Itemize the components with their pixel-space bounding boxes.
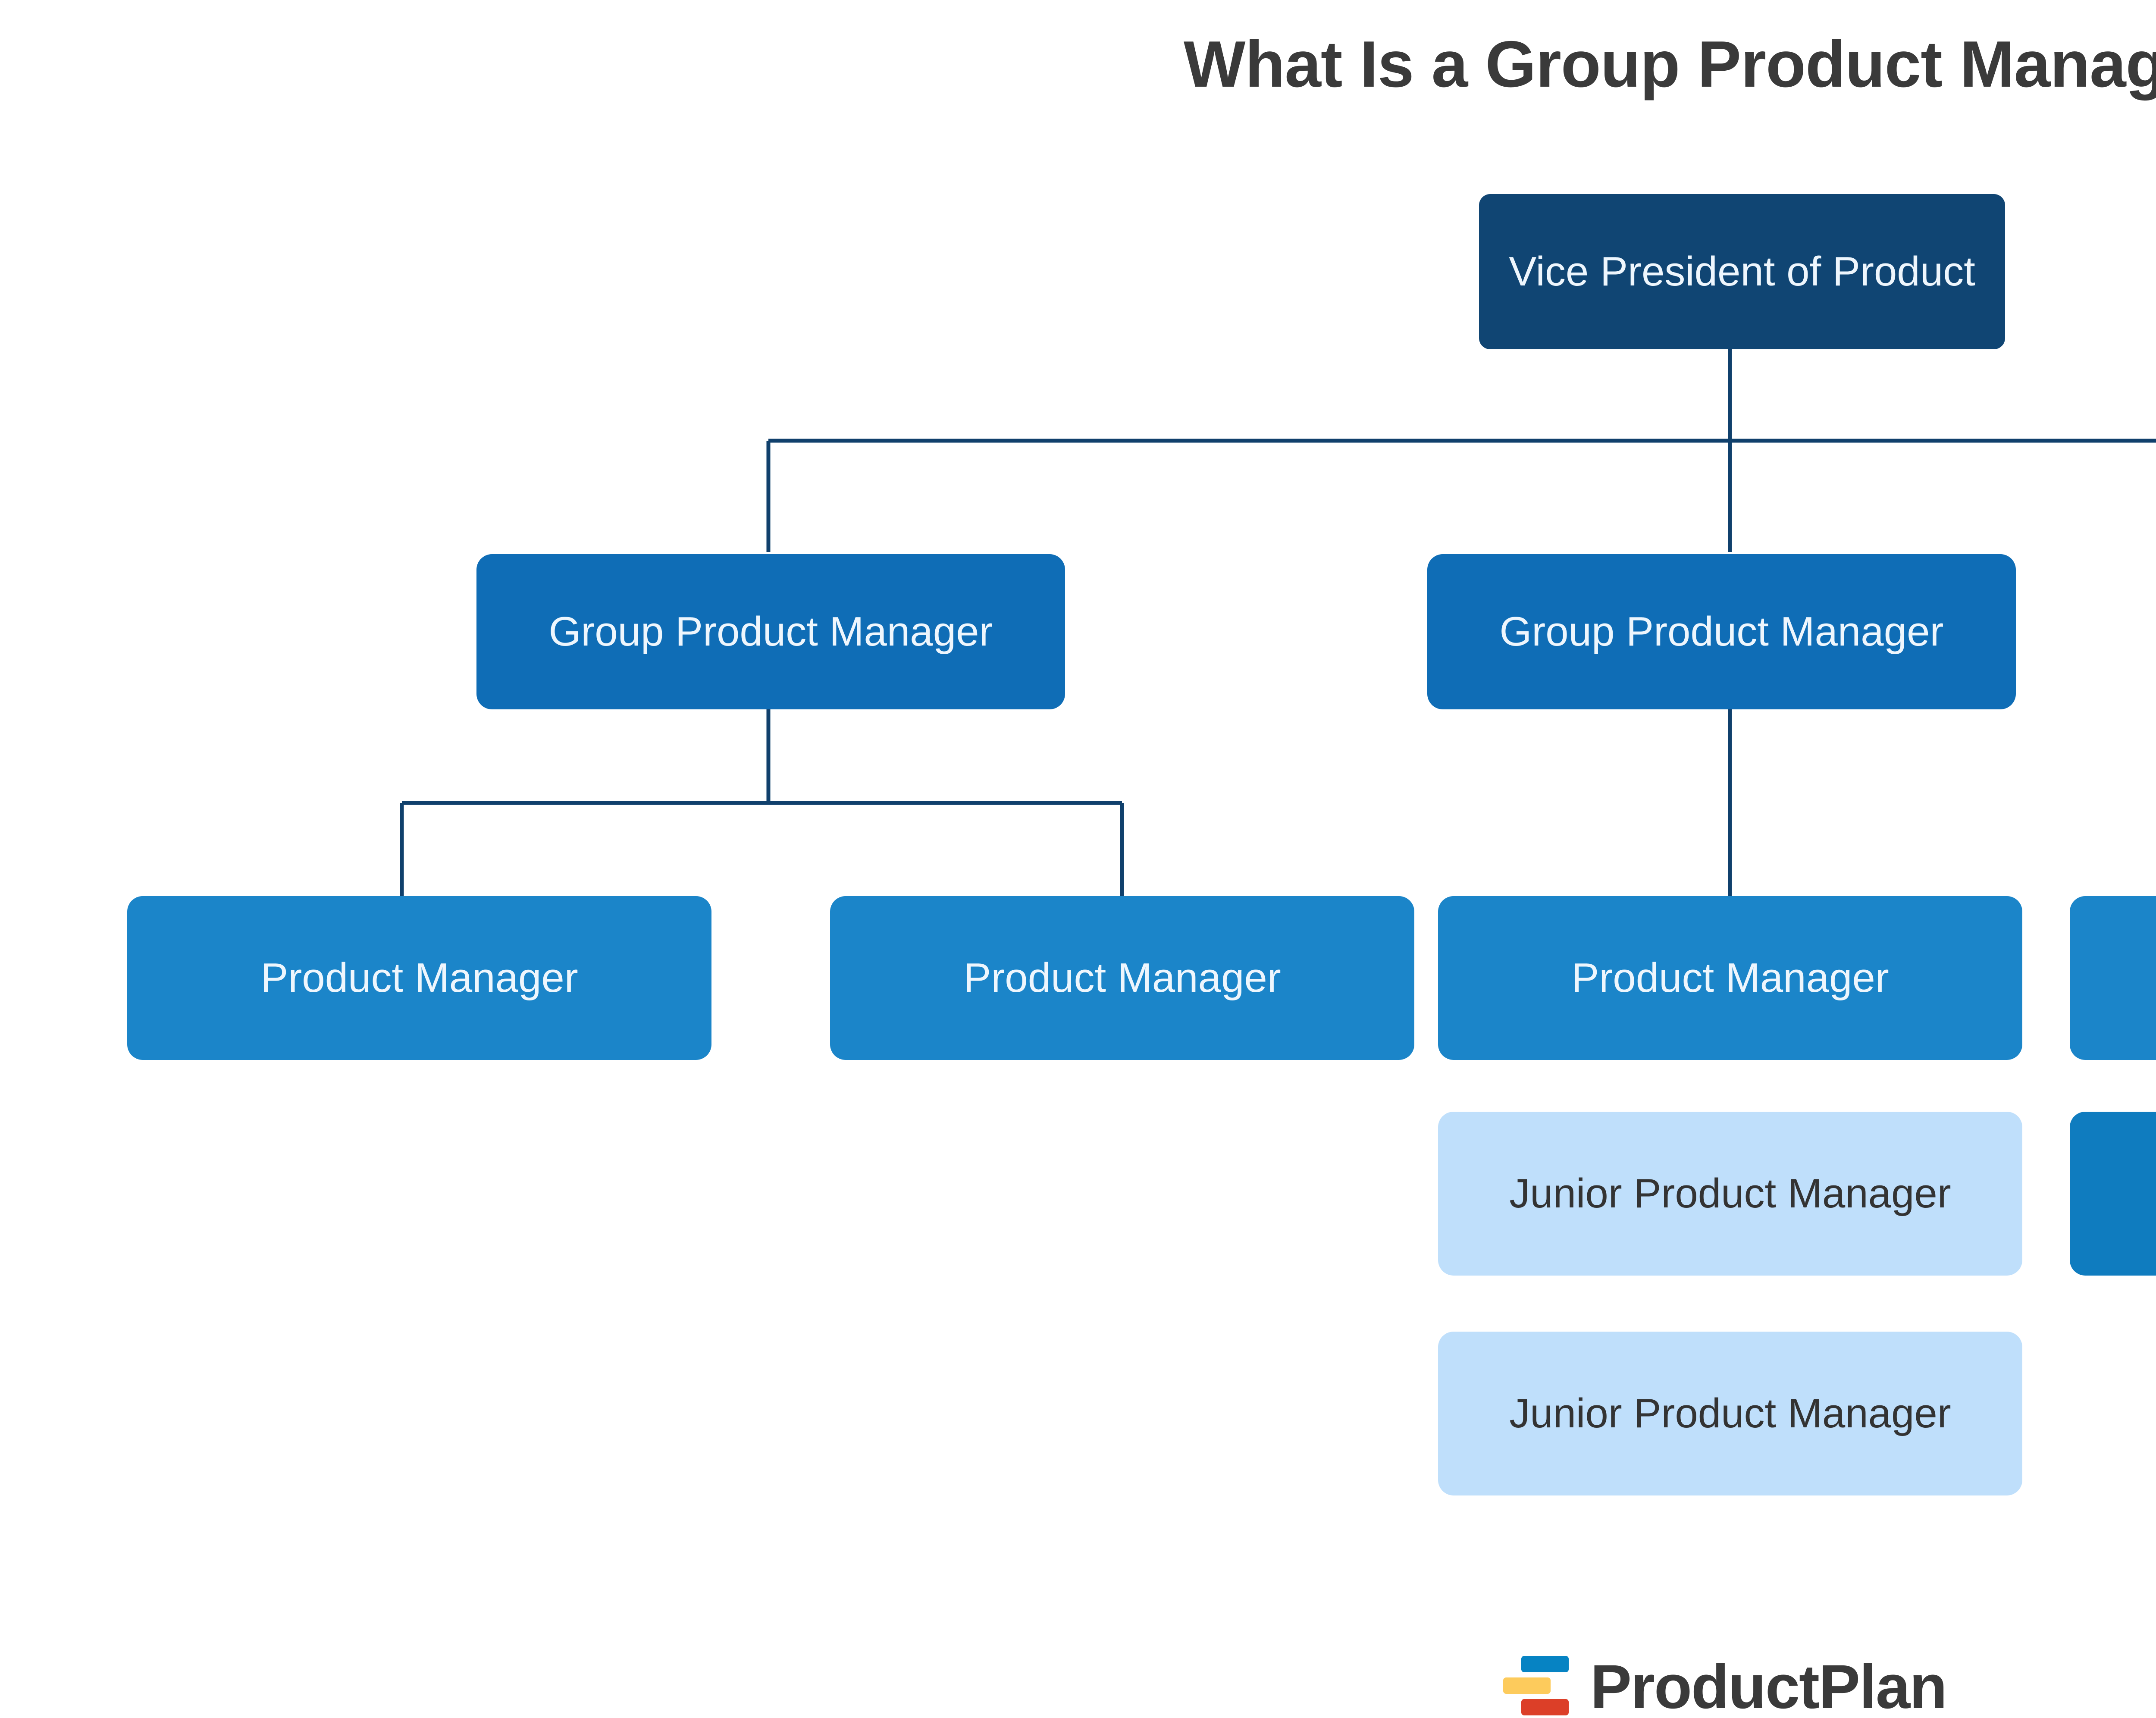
node-product-manager-5[interactable]: Product Manager [2070, 1112, 2156, 1276]
node-label: Group Product Manager [548, 608, 993, 655]
node-product-manager-2[interactable]: Product Manager [830, 896, 1414, 1060]
node-label: Product Manager [1571, 955, 1889, 1001]
node-vice-president-of-product[interactable]: Vice President of Product [1479, 194, 2005, 349]
node-junior-product-manager-1[interactable]: Junior Product Manager [1438, 1112, 2022, 1276]
node-label: Product Manager [963, 955, 1281, 1001]
node-label: Junior Product Manager [1509, 1390, 1951, 1437]
node-label: Product Manager [2081, 1168, 2156, 1219]
productplan-logo-mark-icon [1503, 1655, 1579, 1718]
logo-bar-blue-icon [1521, 1656, 1569, 1672]
node-label: Product Manager [2081, 953, 2156, 1003]
node-product-manager-1[interactable]: Product Manager [127, 896, 711, 1060]
node-product-manager-4[interactable]: Product Manager [2070, 896, 2156, 1060]
logo-bar-red-icon [1521, 1699, 1569, 1715]
node-label: Vice President of Product [1509, 248, 1975, 295]
node-group-product-manager-1[interactable]: Group Product Manager [476, 554, 1065, 709]
node-label: Group Product Manager [1499, 608, 1944, 655]
productplan-logo: ProductPlan [0, 1655, 2156, 1718]
page-title: What Is a Group Product Manager? [1184, 28, 2156, 101]
node-product-manager-3[interactable]: Product Manager [1438, 896, 2022, 1060]
node-label: Product Manager [260, 955, 578, 1001]
node-group-product-manager-2[interactable]: Group Product Manager [1427, 554, 2016, 709]
node-junior-product-manager-2[interactable]: Junior Product Manager [1438, 1332, 2022, 1495]
node-label: Junior Product Manager [1509, 1170, 1951, 1217]
productplan-wordmark: ProductPlan [1590, 1652, 1947, 1718]
logo-bar-yellow-icon [1503, 1677, 1551, 1694]
